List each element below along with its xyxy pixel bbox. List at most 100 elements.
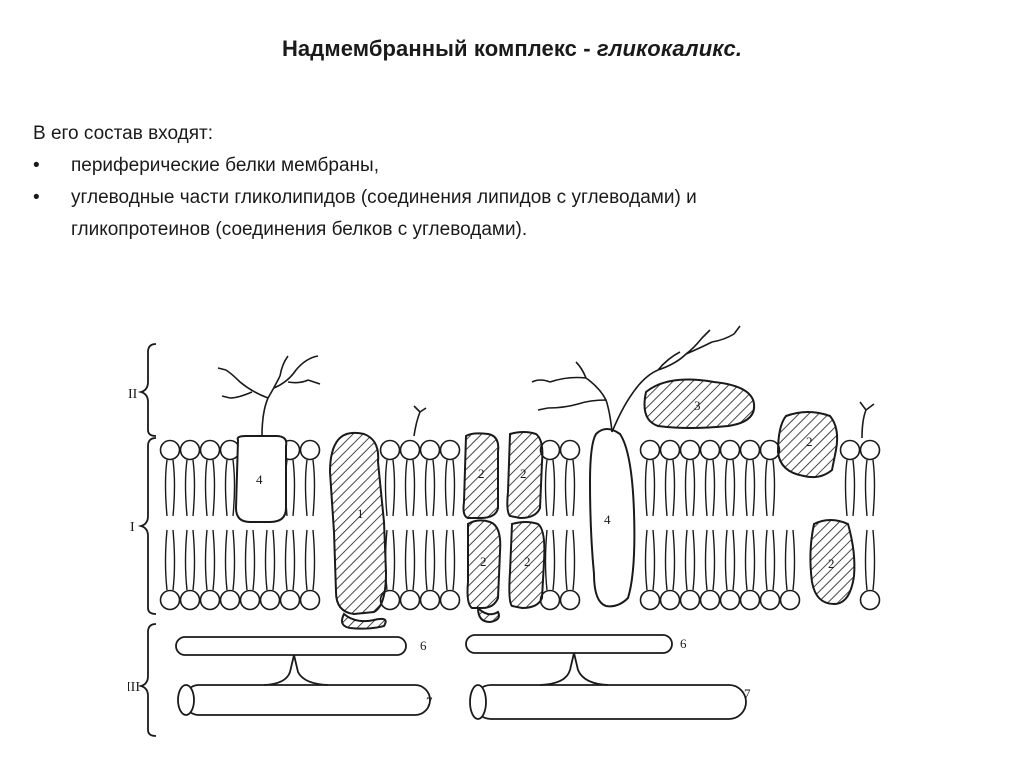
protein-anchor [341, 612, 387, 630]
lipid-head-inner [239, 589, 261, 611]
filament-thin [175, 636, 407, 656]
lipid-tail [184, 459, 196, 517]
lipid-tail [564, 459, 576, 517]
lipid-head-inner [279, 589, 301, 611]
label-protein-2: 2 [828, 556, 835, 571]
label-membrane: I [130, 520, 135, 535]
lipid-head-outer [739, 439, 761, 461]
protein-peripheral [776, 411, 839, 479]
filament-thin [465, 634, 673, 654]
lipid-tail [384, 459, 396, 517]
lipid-head-outer [299, 439, 321, 461]
lipid-tail [424, 529, 436, 591]
lipid-tail [164, 459, 176, 517]
lipid-tail [844, 459, 856, 517]
lipid-tail [204, 459, 216, 517]
lipid-head-outer [679, 439, 701, 461]
lipid-tail [644, 529, 656, 591]
lipid-tail [304, 459, 316, 517]
lipid-head-outer [199, 439, 221, 461]
label-protein-2: 2 [520, 466, 527, 481]
bullet-item: • периферические белки мембраны, [33, 150, 963, 182]
slide-body: В его состав входят: • периферические бе… [33, 118, 963, 246]
glycocalyx-chains [217, 325, 875, 439]
lipid-head-inner [639, 589, 661, 611]
lipid-tail [764, 459, 776, 517]
lipid-tail [724, 529, 736, 591]
lipid-tail [444, 459, 456, 517]
label-protein-4-center: 4 [604, 512, 611, 527]
lipid-bilayer [159, 439, 881, 611]
bracket-sub [137, 623, 157, 737]
lipid-head-inner [439, 589, 461, 611]
protein-integral [328, 431, 388, 616]
title-italic: гликокаликс. [596, 36, 743, 61]
lipid-head-inner [779, 589, 801, 611]
label-supra: II [128, 387, 138, 402]
lipid-head-inner [699, 589, 721, 611]
label-protein-2: 2 [806, 434, 813, 449]
filament-thick [183, 684, 431, 716]
protein-channel [588, 428, 636, 608]
lipid-tail [224, 529, 236, 591]
lipid-head-inner [399, 589, 421, 611]
lipid-head-inner [419, 589, 441, 611]
lipid-tail [184, 529, 196, 591]
lipid-head-outer [699, 439, 721, 461]
proteins [234, 378, 856, 630]
filament-thick [473, 684, 747, 720]
protein-peripheral-top [643, 378, 756, 429]
lipid-tail [764, 529, 776, 591]
label-filament-7: 7 [426, 694, 433, 709]
bullet-text: периферические белки мембраны, [71, 155, 379, 176]
label-protein-1: 1 [357, 506, 364, 521]
lipid-tail [684, 459, 696, 517]
lipid-head-outer [539, 439, 561, 461]
lipid-tail [244, 529, 256, 591]
lipid-tail [204, 529, 216, 591]
lipid-head-outer [719, 439, 741, 461]
slide-title: Надмембранный комплекс - гликокаликс. [0, 36, 1024, 62]
label-protein-2: 2 [478, 466, 485, 481]
lipid-head-outer [659, 439, 681, 461]
lipid-head-outer [839, 439, 861, 461]
lipid-tail [424, 459, 436, 517]
lipid-tail [744, 529, 756, 591]
protein-peripheral [809, 519, 856, 606]
lipid-tail [404, 459, 416, 517]
protein-peripheral [506, 431, 544, 520]
lipid-head-inner [219, 589, 241, 611]
lipid-tail [224, 459, 236, 517]
lipid-head-outer [419, 439, 441, 461]
label-sub: III [128, 680, 140, 695]
lipid-head-inner [299, 589, 321, 611]
lipid-tail [704, 529, 716, 591]
bullet-item: • углеводные части гликолипидов (соедине… [33, 182, 963, 214]
cytoskeleton [175, 634, 747, 720]
lipid-head-inner [259, 589, 281, 611]
lipid-head-inner [859, 589, 881, 611]
lipid-head-inner [739, 589, 761, 611]
lipid-tail [864, 459, 876, 517]
label-filament-6: 6 [680, 636, 687, 651]
lipid-head-outer [859, 439, 881, 461]
lipid-head-inner [679, 589, 701, 611]
intro-text: В его состав входят: [33, 123, 213, 144]
lipid-head-inner [199, 589, 221, 611]
lipid-head-inner [159, 589, 181, 611]
lipid-tail [664, 459, 676, 517]
protein-channel-left [234, 435, 288, 523]
lipid-tail [664, 529, 676, 591]
lipid-head-outer [159, 439, 181, 461]
title-plain: Надмембранный комплекс - [281, 36, 597, 61]
lipid-tail [864, 529, 876, 591]
lipid-tail [304, 529, 316, 591]
lipid-head-outer [439, 439, 461, 461]
bullet-text: углеводные части гликолипидов (соединени… [71, 187, 697, 208]
label-protein-2: 2 [524, 554, 531, 569]
lipid-head-outer [379, 439, 401, 461]
lipid-tail [564, 529, 576, 591]
lipid-tail [404, 529, 416, 591]
lipid-tail [544, 529, 556, 591]
label-filament-6: 6 [420, 638, 427, 653]
